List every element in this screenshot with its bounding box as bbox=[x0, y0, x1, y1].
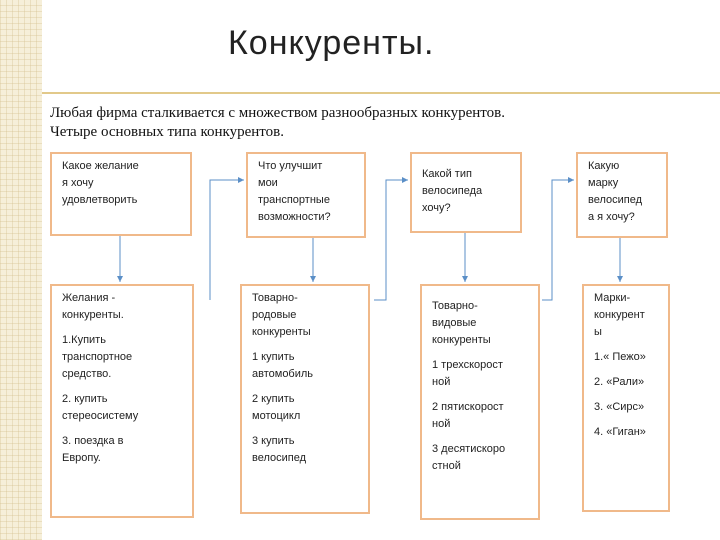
competitor-heading: Товарно- bbox=[432, 300, 478, 312]
question-box-bike-brand: Какую марку велосипед а я хочу? bbox=[576, 152, 668, 238]
question-text: велосипеда bbox=[422, 185, 483, 197]
competitor-item-text: 3 купить bbox=[252, 435, 295, 447]
competitor-item: 4. «Гиган» bbox=[594, 424, 662, 441]
question-text: Что улучшит bbox=[258, 160, 323, 172]
question-box-bike-type: Какой тип велосипеда хочу? bbox=[410, 152, 522, 233]
competitor-heading: конкуренты. bbox=[62, 309, 124, 321]
question-text: а я хочу? bbox=[588, 211, 635, 223]
competitor-item-text: 2. купить bbox=[62, 393, 108, 405]
competitor-box-generic: Товарно- родовые конкуренты 1 купить авт… bbox=[240, 284, 370, 514]
question-text: возможности? bbox=[258, 211, 331, 223]
title-divider bbox=[42, 92, 720, 94]
competitor-box-desire: Желания - конкуренты. 1.Купить транспорт… bbox=[50, 284, 194, 518]
competitor-heading: конкуренты bbox=[432, 334, 491, 346]
competitor-item-text: 2. «Рали» bbox=[594, 376, 645, 388]
question-text: удовлетворить bbox=[62, 194, 138, 206]
competitor-heading: Желания - bbox=[62, 292, 116, 304]
competitor-item-text: 1 купить bbox=[252, 351, 295, 363]
question-text: транспортные bbox=[258, 194, 330, 206]
question-text: Какую bbox=[588, 160, 620, 172]
connector-c2-q3 bbox=[374, 177, 408, 301]
competitor-item: 3 купить велосипед bbox=[252, 433, 362, 467]
intro-text: Любая фирма сталкивается с множеством ра… bbox=[50, 104, 710, 142]
competitor-heading: конкуренты bbox=[252, 326, 311, 338]
competitor-item-text: 1 трехскорост bbox=[432, 359, 503, 371]
question-text: мои bbox=[258, 177, 278, 189]
competitor-item: 3 десятискоро стной bbox=[432, 441, 532, 475]
slide-title: Конкуренты. bbox=[228, 24, 435, 62]
connector-c1-q2 bbox=[209, 177, 244, 300]
competitor-item: 3. поездка в Европу. bbox=[62, 433, 186, 467]
competitor-heading: Марки- bbox=[594, 292, 631, 304]
competitor-item: 1 трехскорост ной bbox=[432, 357, 532, 391]
intro-line: Любая фирма сталкивается с множеством ра… bbox=[50, 105, 505, 121]
competitor-item: 2. «Рали» bbox=[594, 374, 662, 391]
competitor-item: 2. купить стереосистему bbox=[62, 391, 186, 425]
question-text: Какой тип bbox=[422, 168, 472, 180]
competitor-box-product-form: Товарно- видовые конкуренты 1 трехскорос… bbox=[420, 284, 540, 520]
competitor-item-text: 3 десятискоро bbox=[432, 443, 506, 455]
question-text: марку bbox=[588, 177, 619, 189]
competitor-item-text: мотоцикл bbox=[252, 410, 301, 422]
question-text: я хочу bbox=[62, 177, 94, 189]
competitor-heading: конкурент bbox=[594, 309, 645, 321]
question-text: Какое желание bbox=[62, 160, 139, 172]
competitor-heading: Товарно- bbox=[252, 292, 298, 304]
connector-c3-q4 bbox=[542, 177, 574, 301]
competitor-item-text: транспортное bbox=[62, 351, 133, 363]
competitor-item-text: 4. «Гиган» bbox=[594, 426, 646, 438]
question-text: велосипед bbox=[588, 194, 643, 206]
title-band bbox=[42, 0, 720, 92]
competitor-item: 1.Купить транспортное средство. bbox=[62, 332, 186, 383]
competitor-item-text: 2 купить bbox=[252, 393, 295, 405]
competitor-item-text: ной bbox=[432, 376, 451, 388]
competitor-item-text: 3. «Сирс» bbox=[594, 401, 645, 413]
competitor-item: 1.« Пежо» bbox=[594, 349, 662, 366]
competitor-item-text: велосипед bbox=[252, 452, 307, 464]
competitor-item-text: 1.« Пежо» bbox=[594, 351, 646, 363]
competitor-item-text: 2 пятискорост bbox=[432, 401, 504, 413]
question-box-desire: Какое желание я хочу удовлетворить bbox=[50, 152, 192, 236]
competitor-item: 2 пятискорост ной bbox=[432, 399, 532, 433]
competitor-item-text: Европу. bbox=[62, 452, 101, 464]
question-box-transport: Что улучшит мои транспортные возможности… bbox=[246, 152, 366, 238]
competitor-item-text: 3. поездка в bbox=[62, 435, 124, 447]
competitor-item-text: автомобиль bbox=[252, 368, 314, 380]
competitor-item-text: средство. bbox=[62, 368, 112, 380]
competitor-heading: родовые bbox=[252, 309, 297, 321]
competitor-item-text: 1.Купить bbox=[62, 334, 106, 346]
competitor-heading: видовые bbox=[432, 317, 477, 329]
competitor-item: 1 купить автомобиль bbox=[252, 349, 362, 383]
competitor-item-text: стной bbox=[432, 460, 461, 472]
competitor-item-text: ной bbox=[432, 418, 451, 430]
competitor-heading: ы bbox=[594, 326, 602, 338]
competitor-item-text: стереосистему bbox=[62, 410, 139, 422]
competitor-item: 3. «Сирс» bbox=[594, 399, 662, 416]
decorative-side-strip bbox=[0, 0, 42, 540]
intro-line: Четыре основных типа конкурентов. bbox=[50, 124, 284, 140]
competitor-item: 2 купить мотоцикл bbox=[252, 391, 362, 425]
competitor-box-brand: Марки- конкурент ы 1.« Пежо» 2. «Рали» 3… bbox=[582, 284, 670, 512]
question-text: хочу? bbox=[422, 202, 451, 214]
